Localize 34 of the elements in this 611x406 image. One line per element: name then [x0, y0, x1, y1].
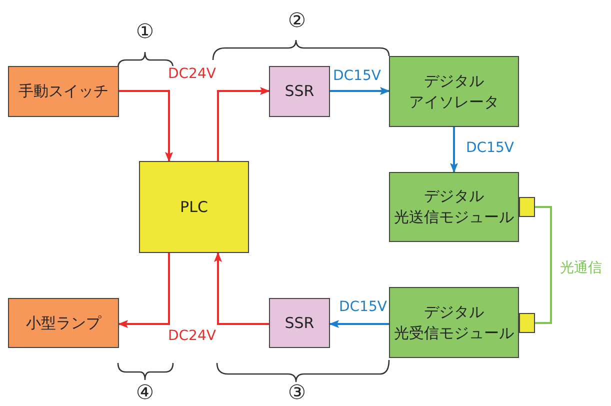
box-label: SSR	[284, 312, 314, 334]
arrow	[119, 90, 173, 162]
arrow	[214, 252, 269, 325]
box-label: 光受信モジュール	[394, 322, 514, 344]
arrow	[118, 253, 170, 328]
callout-number: ③	[288, 381, 306, 403]
connector-line	[535, 206, 552, 324]
device-box	[139, 161, 249, 253]
box-label: デジタル	[424, 302, 484, 322]
device-box	[269, 66, 330, 117]
callout-number: ②	[288, 9, 306, 31]
connector-port	[519, 313, 535, 333]
arrow	[450, 127, 458, 173]
device-box	[8, 298, 119, 348]
device-box	[389, 287, 519, 358]
box-label: PLC	[180, 196, 208, 218]
arrow	[329, 320, 389, 328]
box-label: デジタル	[424, 70, 484, 92]
device-box	[389, 56, 519, 127]
device-box	[269, 298, 330, 348]
box-label: 光送信モジュール	[394, 207, 514, 228]
box-label: アイソレータ	[409, 92, 499, 112]
arrow	[217, 87, 270, 161]
arrow	[330, 87, 390, 95]
box-label: 手動スイッチ	[18, 81, 108, 102]
box-label: デジタル	[424, 186, 484, 207]
device-box	[389, 172, 519, 242]
connector-port	[519, 197, 535, 217]
box-label: 小型ランプ	[26, 312, 101, 334]
box-label: SSR	[284, 81, 314, 102]
callout-number: ①	[136, 20, 154, 42]
device-box	[8, 66, 119, 117]
edge-label: 光通信	[558, 260, 604, 276]
callout-number: ④	[136, 381, 154, 403]
